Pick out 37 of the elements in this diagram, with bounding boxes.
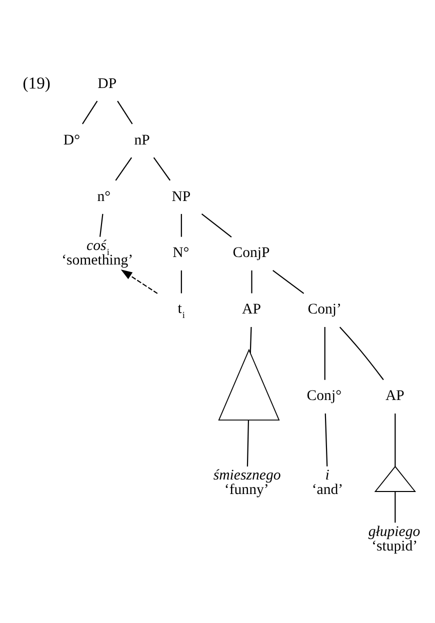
- connector: [339, 326, 384, 380]
- node-text: Conj°: [306, 388, 342, 404]
- connector: [99, 213, 104, 236]
- node-text: t$_{i}$: [178, 300, 185, 320]
- node-text: DP: [98, 75, 117, 92]
- node-text: AP: [385, 388, 404, 404]
- node-text: AP: [242, 301, 261, 318]
- connector: [115, 156, 132, 180]
- connector: [82, 100, 98, 124]
- connector: [250, 326, 252, 353]
- connector: [180, 270, 182, 293]
- connector: [394, 491, 396, 522]
- connector: [272, 269, 304, 294]
- node-text: ConjP: [232, 244, 270, 261]
- node-text: nP: [134, 132, 150, 148]
- node-text: D°: [63, 132, 80, 148]
- node-text: i ‘and’: [312, 466, 344, 498]
- connector: [251, 270, 252, 293]
- node-text: NP: [172, 188, 191, 204]
- node-text: głupiego ‘stupid’: [368, 523, 420, 554]
- connector: [117, 100, 133, 124]
- label: (19): [22, 72, 50, 92]
- connector: [180, 213, 182, 236]
- connector: [153, 156, 170, 180]
- connector: [246, 420, 250, 466]
- arrow: [120, 269, 158, 294]
- node-text: śmiesznego ‘funny’: [213, 466, 281, 498]
- node-text: n°: [97, 188, 111, 204]
- connector: [201, 213, 232, 237]
- connector: [324, 413, 328, 466]
- connector: [324, 326, 326, 380]
- node-text: N°: [172, 244, 190, 261]
- connector: [394, 413, 396, 466]
- node-text: Conj’: [308, 301, 342, 318]
- node-triangle: [374, 465, 416, 492]
- node-text: coś$_{i}$ ‘something’: [62, 237, 134, 268]
- node-triangle: [218, 348, 280, 420]
